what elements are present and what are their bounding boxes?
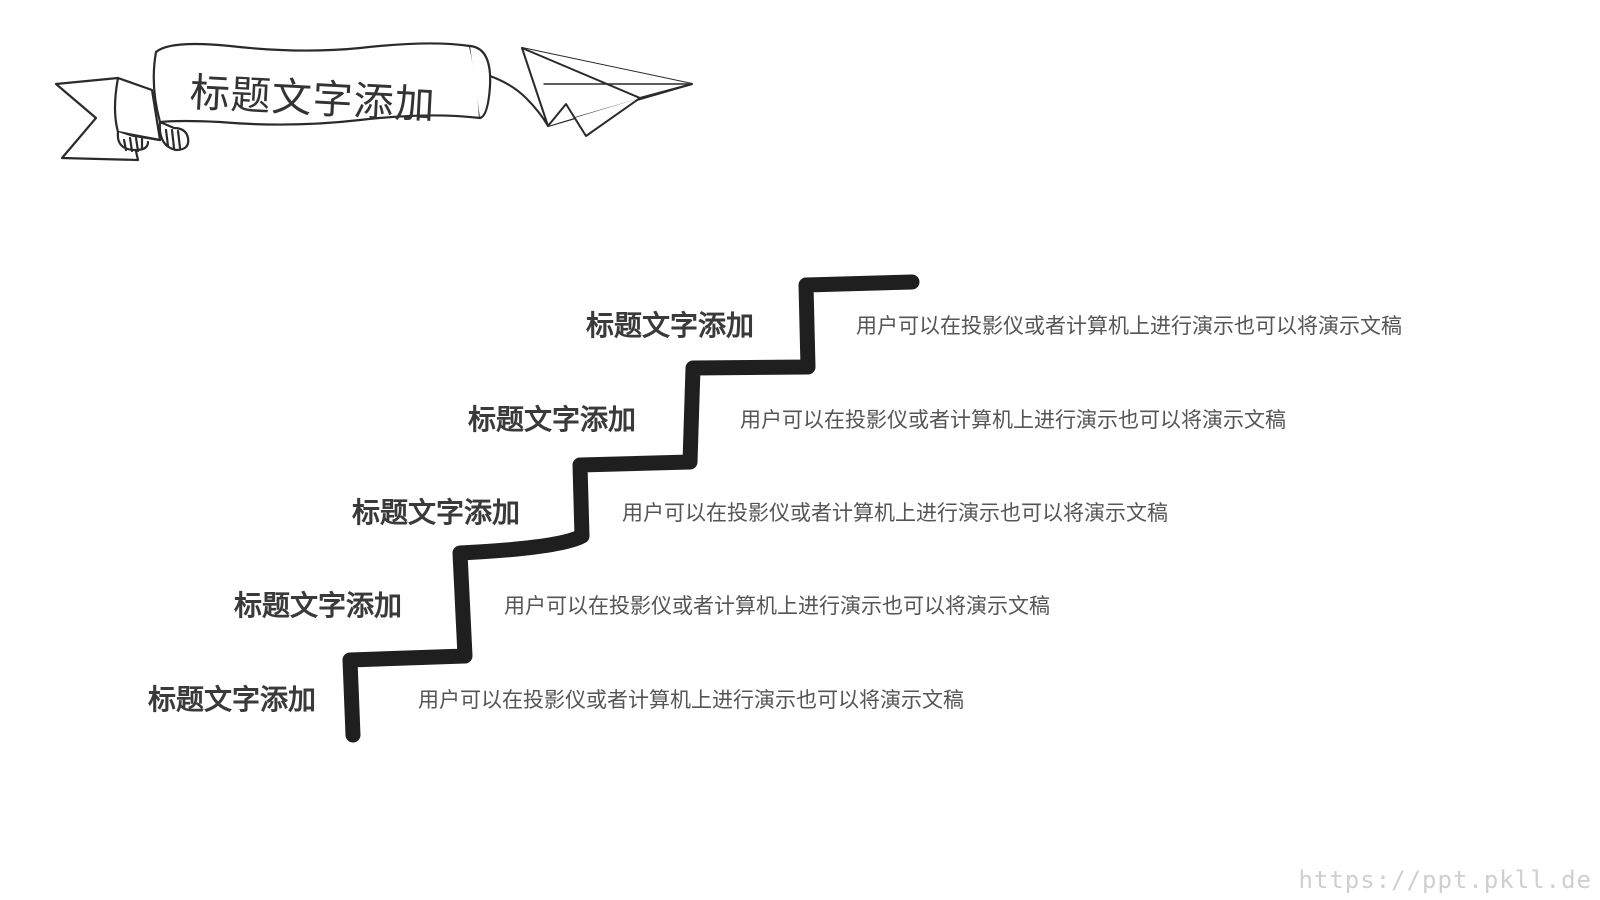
step-4-title: 标题文字添加 xyxy=(467,403,636,436)
step-2-title: 标题文字添加 xyxy=(233,589,402,622)
watermark: https://ppt.pkll.de xyxy=(1298,866,1592,894)
step-3-title: 标题文字添加 xyxy=(351,496,520,529)
step-2-description: 用户可以在投影仪或者计算机上进行演示也可以将演示文稿 xyxy=(504,594,1050,618)
step-1-description: 用户可以在投影仪或者计算机上进行演示也可以将演示文稿 xyxy=(418,688,964,712)
step-3-description: 用户可以在投影仪或者计算机上进行演示也可以将演示文稿 xyxy=(622,501,1168,525)
ribbon-banner-icon xyxy=(54,42,492,162)
staircase-icon xyxy=(342,274,920,743)
step-4-description: 用户可以在投影仪或者计算机上进行演示也可以将演示文稿 xyxy=(740,408,1286,432)
paper-plane-icon xyxy=(489,47,693,137)
step-5-description: 用户可以在投影仪或者计算机上进行演示也可以将演示文稿 xyxy=(856,314,1402,338)
step-1-title: 标题文字添加 xyxy=(147,683,316,716)
step-5-title: 标题文字添加 xyxy=(585,309,754,342)
